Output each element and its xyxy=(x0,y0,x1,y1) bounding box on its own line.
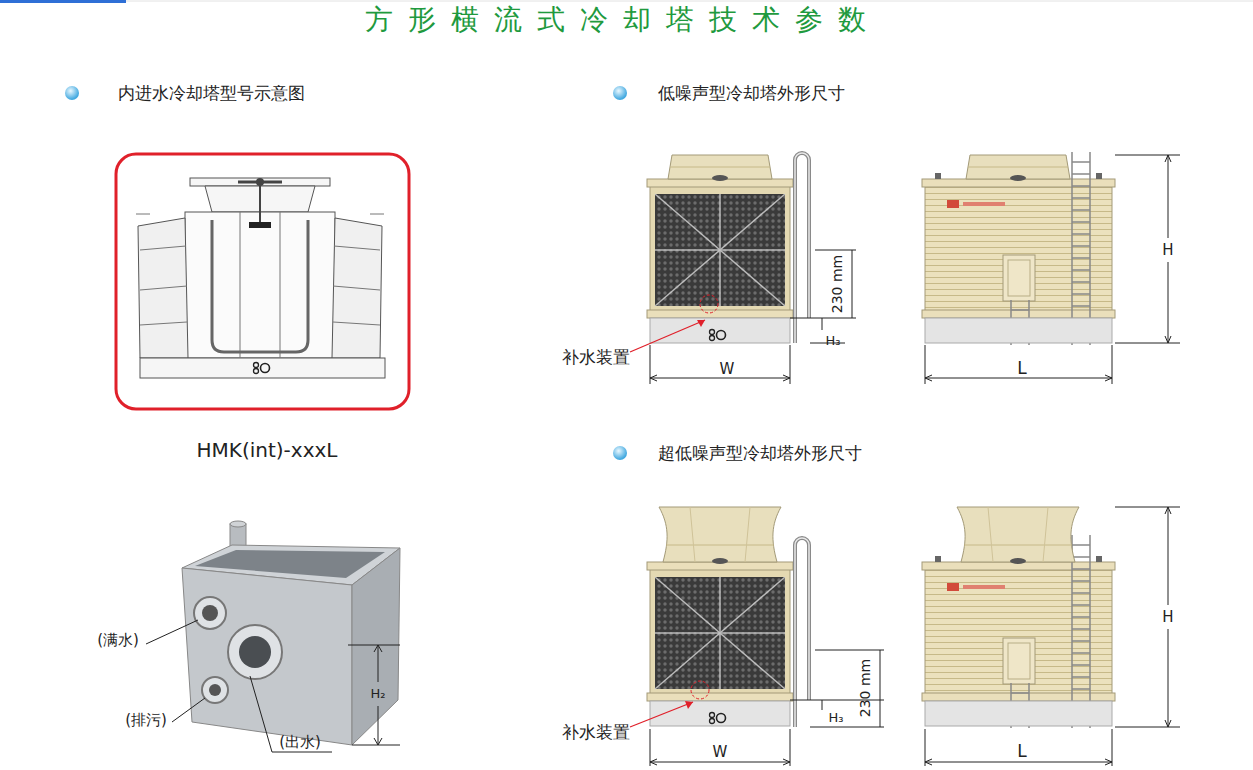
dimension: W xyxy=(720,361,735,378)
part-name: (满水) xyxy=(97,632,139,649)
part-name: (出水) xyxy=(279,734,321,751)
dimension: W xyxy=(713,744,728,761)
part-name: (排污) xyxy=(125,712,167,729)
dimension: H xyxy=(1162,242,1173,259)
model-code: HMK(int)-xxxL xyxy=(197,439,338,461)
dimension: L xyxy=(1017,359,1026,378)
dimension: H xyxy=(1162,609,1173,626)
dimension: 230 mm xyxy=(830,255,845,313)
dimension: H₃ xyxy=(829,711,844,725)
section-heading: 超低噪声型冷却塔外形尺寸 xyxy=(658,444,862,463)
dimension: H₂ xyxy=(371,687,386,701)
dimension: H₃ xyxy=(826,334,841,348)
page-title: 方形横流式冷却塔技术参数 xyxy=(365,5,881,36)
dimension: 230 mm xyxy=(858,659,873,717)
part-name: 补水装置 xyxy=(562,348,630,367)
dimension: L xyxy=(1017,742,1026,761)
section-heading: 低噪声型冷却塔外形尺寸 xyxy=(658,84,845,103)
section-heading: 内进水冷却塔型号示意图 xyxy=(118,84,305,103)
part-name: 补水装置 xyxy=(562,723,630,742)
